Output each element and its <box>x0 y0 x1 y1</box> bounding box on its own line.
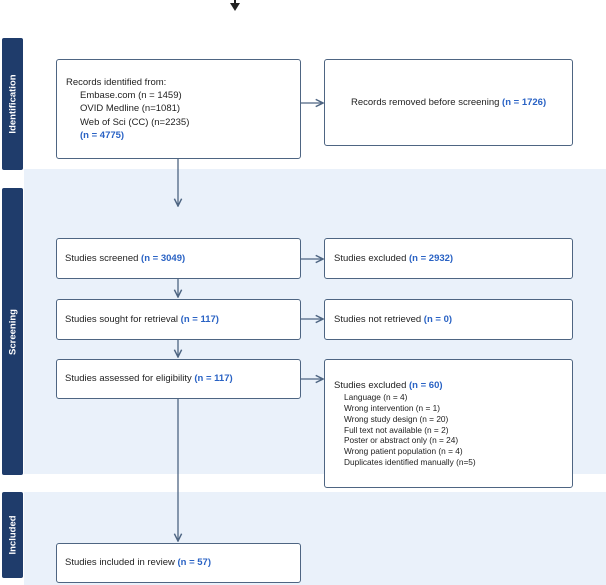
not-retrieved-box: Studies not retrieved (n = 0) <box>324 299 573 340</box>
top-arrow-head <box>230 3 240 11</box>
identified-total: (n = 4775) <box>80 129 125 141</box>
eligibility-label: Studies assessed for eligibility <box>65 373 195 385</box>
not-retrieved-label: Studies not retrieved <box>334 313 424 325</box>
retrieval-count: (n = 117) <box>180 313 219 325</box>
reason-population: Wrong patient population (n = 4) <box>344 446 463 457</box>
studies-screened-box: Studies screened (n = 3049) <box>56 238 301 279</box>
not-retrieved-count: (n = 0) <box>423 313 453 325</box>
sought-retrieval-box: Studies sought for retrieval (n = 117) <box>56 299 301 340</box>
excluded-full-text-box: Studies excluded (n = 60) Language (n = … <box>324 359 573 488</box>
removed-count: (n = 1726) <box>502 96 547 108</box>
reason-study-design: Wrong study design (n = 20) <box>344 413 449 424</box>
included-review-box: Studies included in review (n = 57) <box>56 543 301 583</box>
reason-poster-abstract: Poster or abstract only (n = 24) <box>344 435 459 446</box>
reason-language: Language (n = 4) <box>344 392 408 403</box>
excluded-full-count: (n = 60) <box>409 380 443 392</box>
reason-full-text: Full text not available (n = 2) <box>344 424 449 435</box>
retrieval-label: Studies sought for retrieval <box>65 313 181 325</box>
included-count: (n = 57) <box>177 557 212 569</box>
source-medline: OVID Medline (n=1081) <box>80 103 181 115</box>
eligibility-count: (n = 117) <box>194 373 233 385</box>
reason-duplicates: Duplicates identified manually (n=5) <box>344 457 476 467</box>
identified-heading: Records identified from: <box>66 77 167 89</box>
removed-label: Records removed before screening <box>351 96 503 108</box>
reason-intervention: Wrong intervention (n = 1) <box>344 403 441 414</box>
source-embase: Embase.com (n = 1459) <box>80 90 182 102</box>
excluded-full-label: Studies excluded <box>334 380 409 392</box>
studies-excluded-box: Studies excluded (n = 2932) <box>324 238 573 279</box>
stage-screening: Screening <box>2 188 23 475</box>
excluded-screen-label: Studies excluded <box>334 252 409 264</box>
eligibility-box: Studies assessed for eligibility (n = 11… <box>56 359 301 399</box>
included-label: Studies included in review <box>65 557 178 569</box>
excluded-screen-count: (n = 2932) <box>409 252 454 264</box>
source-webofsci: Web of Sci (CC) (n=2235) <box>80 116 190 128</box>
screened-count: (n = 3049) <box>141 252 186 264</box>
stage-included: Included <box>2 492 23 578</box>
stage-identification: Identification <box>2 38 23 170</box>
records-identified-box: Records identified from: Embase.com (n =… <box>56 59 301 159</box>
screened-label: Studies screened <box>65 252 142 264</box>
records-removed-box: Records removed before screening (n = 17… <box>324 59 573 146</box>
